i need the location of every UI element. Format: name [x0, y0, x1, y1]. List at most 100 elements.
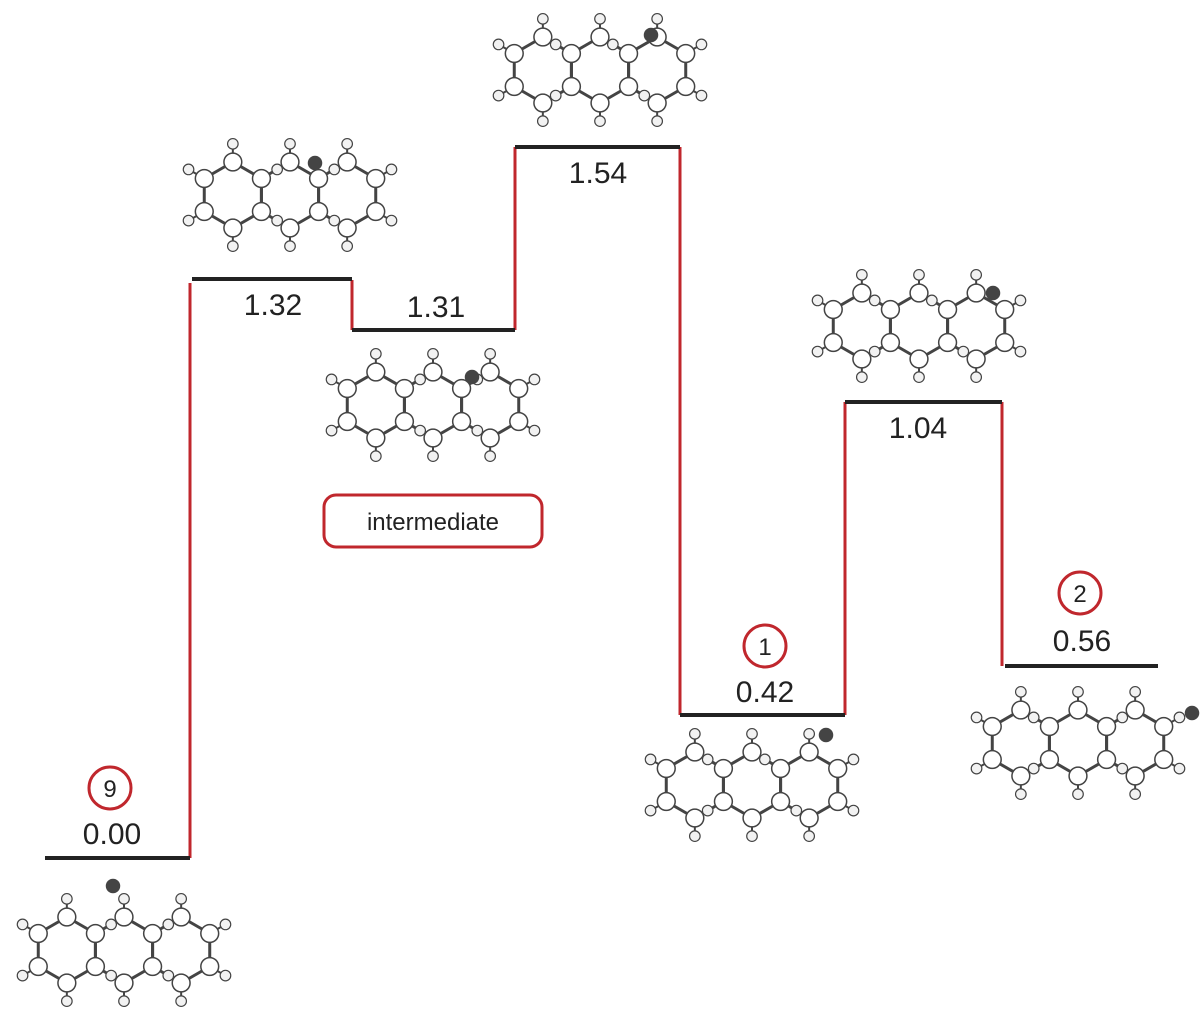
hydrogen-atom [925, 294, 938, 307]
hydrogen-atom [868, 345, 881, 358]
carbon-atom [1096, 749, 1117, 770]
carbon-atom [713, 758, 734, 779]
hydrogen-atom [118, 892, 130, 905]
hydrogen-atom [16, 969, 29, 982]
hydrogen-atom [855, 371, 868, 384]
hydrogen-atom [385, 214, 398, 227]
badge-9: 9 [87, 765, 133, 811]
carbon-atom [394, 411, 415, 432]
hydrogen-atom [16, 918, 29, 931]
hydrogen-atom [811, 345, 824, 358]
hydrogen-atom [219, 918, 232, 931]
hydrogen-atom [957, 345, 970, 358]
carbon-atom [194, 201, 214, 222]
badge-1: 1 [742, 623, 788, 669]
energy-label-2: 0.56 [1053, 625, 1111, 658]
carbon-atom [194, 168, 214, 189]
hydrogen-atom [60, 995, 73, 1008]
carbon-atom [799, 742, 819, 762]
badge-2: 2 [1057, 570, 1103, 616]
hydrogen-atom [1173, 762, 1186, 775]
hydrogen-atom [528, 373, 541, 386]
carbon-atom [251, 168, 272, 189]
hydrogen-atom [414, 373, 427, 386]
hydrogen-atom [528, 424, 541, 437]
carbon-atom [937, 332, 958, 353]
hydrogen-atom [414, 424, 427, 437]
carbon-atom [823, 332, 843, 353]
hydrogen-atom [492, 38, 505, 51]
hydrogen-atom [175, 995, 188, 1008]
hydrogen-atom [271, 163, 284, 176]
molecule-state-1 [644, 727, 860, 843]
carbon-atom [1039, 749, 1060, 770]
hydrogen-atom [651, 12, 664, 25]
carbon-atom [394, 378, 415, 399]
carbons-state-1 [656, 742, 848, 828]
hydrogen-atom [536, 12, 549, 25]
carbon-atom [561, 76, 582, 97]
intermediate-tag-text: intermediate [367, 509, 499, 536]
carbon-atom [995, 332, 1015, 353]
carbon-atom [618, 43, 639, 64]
hydrogen-atom [701, 753, 714, 766]
carbon-atom [280, 152, 300, 172]
hydrogen-atom [1116, 762, 1129, 775]
hydrogens-state-ts1 [182, 137, 398, 253]
hydrogen-atom [695, 38, 708, 51]
carbon-atom [509, 411, 529, 432]
hydrogen-atom [536, 115, 549, 128]
energy-label-int: 1.31 [407, 291, 465, 324]
carbon-atom [676, 43, 696, 64]
molecule-structures [16, 12, 1200, 1008]
hydrogen-atom [484, 450, 497, 463]
carbon-atom [852, 283, 872, 303]
hydrogen-atom [1014, 294, 1027, 307]
carbon-atom [423, 428, 443, 448]
hydrogen-atom [811, 294, 824, 307]
molecule-state-int [325, 347, 541, 463]
energy-levels [45, 145, 1158, 860]
hydrogen-atom [328, 214, 341, 227]
hydrogen-atom [105, 969, 118, 982]
carbon-atom [1125, 766, 1145, 786]
hydrogen-atom [226, 240, 239, 253]
carbons-state-ts1 [194, 152, 386, 238]
hydrogen-atom [790, 804, 803, 817]
hydrogen-atom [369, 450, 382, 463]
hydrogen-atom [284, 137, 296, 150]
carbon-atom [656, 791, 676, 812]
molecule-state-9 [16, 878, 232, 1008]
carbon-atom [200, 923, 220, 944]
hydrogen-atom [594, 12, 606, 25]
carbon-atom [742, 742, 762, 762]
carbon-atom [770, 791, 791, 812]
badge-1-text: 1 [758, 634, 771, 661]
hydrogen-atom [105, 918, 118, 931]
hydrogen-atom [644, 753, 657, 766]
carbons-state-int [337, 362, 529, 448]
carbon-atom [504, 43, 524, 64]
carbon-atom [366, 168, 386, 189]
carbon-atom [966, 349, 986, 369]
hydrogen-atom [970, 711, 983, 724]
hydrogen-atom [1173, 711, 1186, 724]
energy-label-ts1: 1.32 [244, 289, 302, 322]
migrating-atom [464, 369, 480, 385]
hydrogen-atom [427, 347, 439, 360]
hydrogen-atom [427, 450, 439, 463]
carbon-atom [561, 43, 582, 64]
hydrogen-atom [385, 163, 398, 176]
carbon-atom [909, 283, 929, 303]
carbon-atom [656, 758, 676, 779]
hydrogen-atom [219, 969, 232, 982]
hydrogens-state-int [325, 347, 541, 463]
carbon-atom [142, 956, 163, 977]
molecule-state-ts1 [182, 137, 398, 253]
carbons-state-2 [982, 700, 1174, 786]
carbons-state-ts3 [823, 283, 1015, 369]
hydrogen-atom [688, 727, 701, 740]
carbons-state-9 [28, 907, 220, 993]
carbon-atom [1096, 716, 1117, 737]
carbon-atom [713, 791, 734, 812]
